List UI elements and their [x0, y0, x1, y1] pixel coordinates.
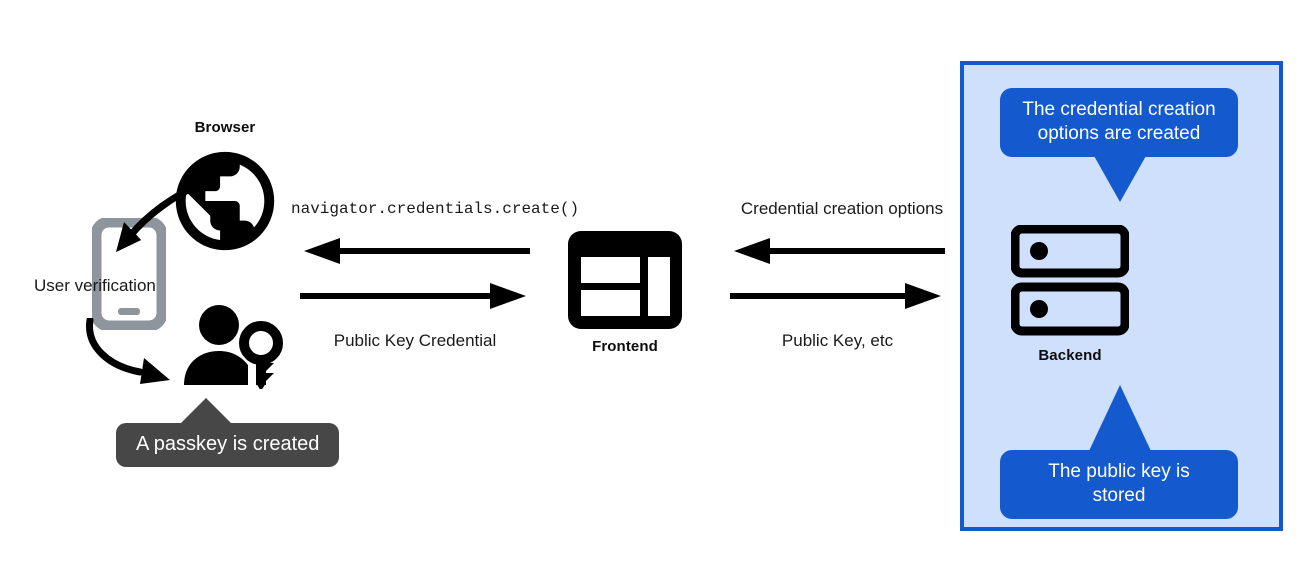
passkey-tooltip: A passkey is created — [116, 423, 340, 467]
arrow-label-credential-creation-options: Credential creation options — [740, 199, 944, 218]
arrow-browser-to-phone — [116, 180, 204, 252]
backend-callout-top: The credential creation options are crea… — [1000, 88, 1238, 157]
backend-callout-bottom-tail — [1089, 385, 1151, 451]
backend-callout-top-line1: The credential creation — [1022, 99, 1216, 120]
backend-callout-top-bubble: The credential creation options are crea… — [1000, 88, 1238, 157]
passkey-tooltip-tail — [180, 398, 232, 424]
passkey-tooltip-text: A passkey is created — [116, 423, 340, 467]
smartphone-icon — [92, 218, 166, 330]
arrow-frontend-to-backend-right — [730, 283, 941, 309]
arrow-phone-to-user — [86, 318, 170, 384]
backend-label: Backend — [1038, 347, 1102, 364]
backend-callout-bottom-line2: stored — [1092, 484, 1146, 506]
arrow-label-public-key-credential: Public Key Credential — [333, 331, 497, 350]
browser-label: Browser — [194, 119, 256, 136]
backend-callout-bottom-line1: The public key is — [1048, 461, 1190, 482]
backend-callout-bottom-bubble: The public key is stored — [1000, 450, 1238, 519]
web-layout-icon — [568, 231, 682, 329]
arrow-backend-left — [734, 238, 945, 264]
backend-callout-top-tail — [1089, 147, 1151, 202]
backend-callout-bottom: The public key is stored — [1000, 450, 1238, 519]
arrow-label-navigator-create: navigator.credentials.create() — [291, 200, 580, 218]
arrow-frontend-right — [300, 283, 526, 309]
backend-callout-top-line2: options are created — [1037, 122, 1201, 144]
globe-icon — [166, 142, 284, 260]
frontend-label: Frontend — [592, 338, 658, 355]
arrow-label-public-key-etc: Public Key, etc — [781, 331, 894, 350]
arrow-browser-left — [304, 238, 530, 264]
person-with-key-icon — [182, 305, 286, 389]
user-verification-label: User verification — [34, 276, 156, 295]
server-stack-icon — [1011, 225, 1129, 339]
